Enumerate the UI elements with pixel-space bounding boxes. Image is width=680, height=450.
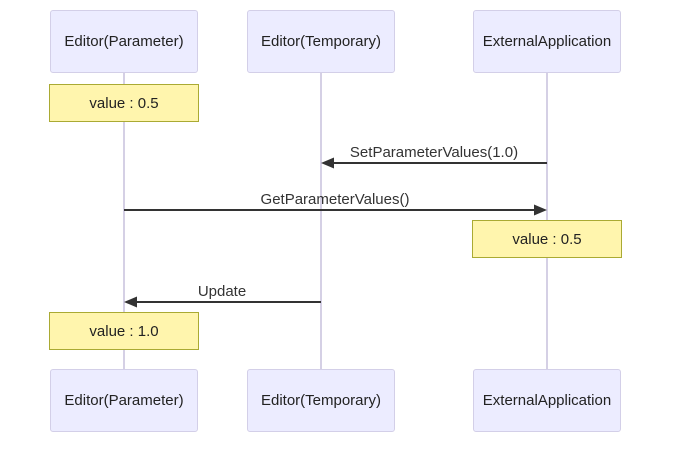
message-label-set-parameter-values: SetParameterValues(1.0) [349, 144, 519, 161]
arrowhead-left-icon [321, 157, 334, 169]
note-value-05-external: value : 0.5 [472, 220, 622, 258]
actor-editor-parameter-top: Editor(Parameter) [50, 10, 198, 73]
message-arrow-get-parameter-values [124, 204, 547, 216]
note-value-10-parameter: value : 1.0 [49, 312, 199, 350]
arrowhead-left-icon [124, 296, 137, 308]
actor-external-application-bottom: ExternalApplication [473, 369, 621, 432]
message-label-get-parameter-values: GetParameterValues() [260, 191, 410, 208]
arrowhead-right-icon [534, 204, 547, 216]
actor-editor-parameter-bottom: Editor(Parameter) [50, 369, 198, 432]
note-value-05-parameter: value : 0.5 [49, 84, 199, 122]
message-label-update: Update [197, 283, 247, 300]
message-arrow-set-parameter-values [321, 157, 547, 169]
message-arrow-update [124, 296, 321, 308]
actor-external-application-top: ExternalApplication [473, 10, 621, 73]
actor-editor-temporary-bottom: Editor(Temporary) [247, 369, 395, 432]
actor-editor-temporary-top: Editor(Temporary) [247, 10, 395, 73]
